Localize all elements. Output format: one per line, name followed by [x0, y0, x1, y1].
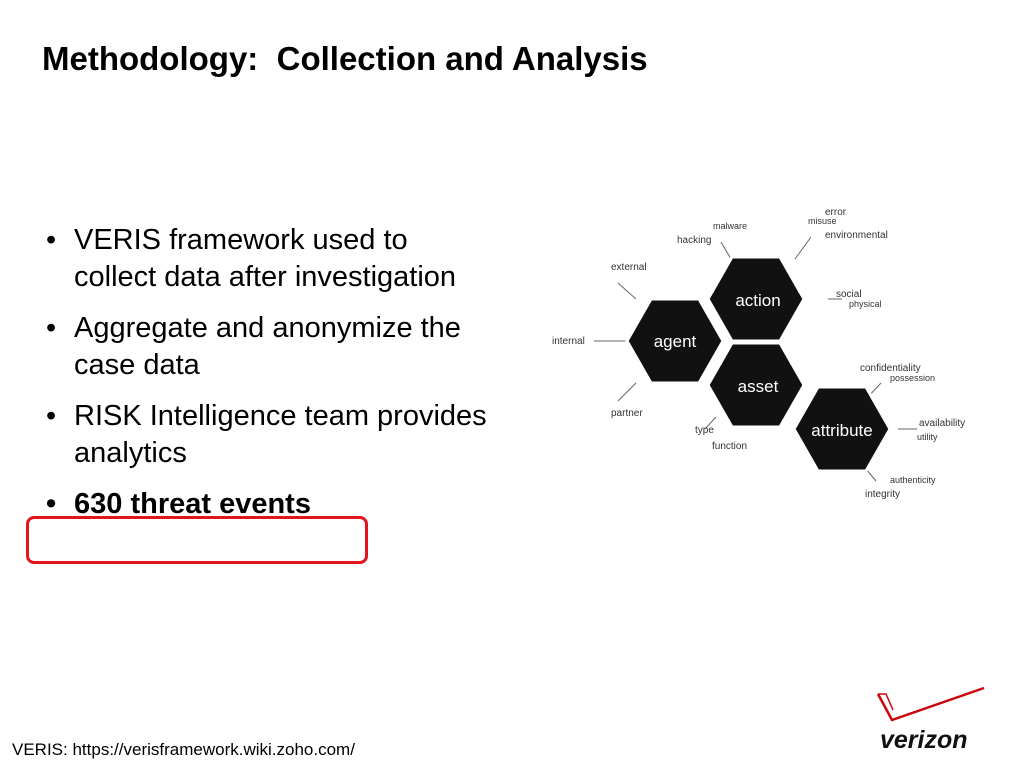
hex-label-attribute: attribute: [811, 421, 872, 440]
hex-action: [706, 255, 806, 343]
hex-attribute: [792, 385, 892, 473]
label-physical: physical: [849, 299, 882, 309]
verizon-logo: verizon: [876, 686, 985, 754]
hex-label-asset: asset: [738, 377, 779, 396]
label-external: external: [611, 262, 647, 273]
label-environmental: environmental: [825, 230, 888, 241]
logo-wordmark: verizon: [880, 726, 968, 754]
label-possession: possession: [890, 373, 935, 383]
label-hacking: hacking: [677, 235, 711, 246]
hex-asset: [706, 341, 806, 429]
bullet-text: Aggregate and anonymize the case data: [74, 312, 461, 381]
bullet-text: 630 threat events: [74, 488, 311, 520]
veris-hexagon-diagram: agent action asset attribute external in…: [552, 207, 965, 500]
bullet-dot: •: [46, 312, 57, 344]
slide-title: Methodology: Collection and Analysis: [42, 40, 648, 77]
bullet-text: VERIS framework used to collect data aft…: [74, 224, 457, 293]
label-utility: utility: [917, 432, 938, 442]
label-availability: availability: [919, 418, 965, 429]
label-partner: partner: [611, 408, 643, 419]
bullet-item-highlighted: • 630 threat events: [42, 486, 492, 523]
hex-label-agent: agent: [654, 332, 697, 351]
bullet-item: • Aggregate and anonymize the case data: [42, 310, 492, 384]
bullet-list: • VERIS framework used to collect data a…: [42, 222, 492, 537]
label-internal: internal: [552, 336, 585, 347]
label-function: function: [712, 441, 747, 452]
label-confidentiality: confidentiality: [860, 363, 921, 374]
label-misuse: misuse: [808, 216, 837, 226]
label-social: social: [836, 289, 862, 300]
bullet-item: • VERIS framework used to collect data a…: [42, 222, 492, 296]
highlight-box: [26, 516, 368, 564]
bullet-dot: •: [46, 488, 57, 520]
label-error: error: [825, 207, 847, 218]
label-integrity: integrity: [865, 489, 900, 500]
label-malware: malware: [713, 221, 747, 231]
bullet-text: RISK Intelligence team provides analytic…: [74, 400, 487, 469]
bullet-dot: •: [46, 224, 57, 256]
logo-check-mark: [876, 686, 985, 722]
hex-label-action: action: [735, 291, 780, 310]
label-authenticity: authenticity: [890, 475, 936, 485]
label-type: type: [695, 425, 714, 436]
bullet-item: • RISK Intelligence team provides analyt…: [42, 398, 492, 472]
hex-agent: [625, 297, 725, 385]
bullet-dot: •: [46, 400, 57, 432]
source-footnote: VERIS: https://verisframework.wiki.zoho.…: [12, 740, 355, 759]
